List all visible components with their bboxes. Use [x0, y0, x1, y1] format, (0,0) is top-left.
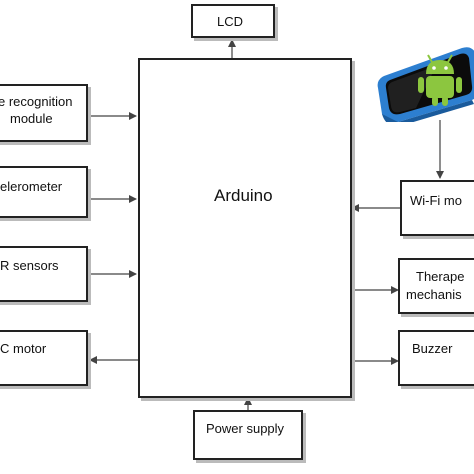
- recognition-module-block: e recognition module: [0, 84, 88, 142]
- arduino-block: Arduino: [138, 58, 352, 398]
- android-smartphone-icon: [377, 47, 474, 122]
- accelerometer-label: elerometer: [0, 179, 63, 194]
- ir-sensors-block: R sensors: [0, 246, 88, 302]
- recognition-label-line2: module: [10, 111, 53, 126]
- arduino-label: Arduino: [214, 186, 273, 205]
- dc-motor-block: C motor: [0, 330, 88, 386]
- wifi-module-block: Wi-Fi mo: [400, 180, 474, 236]
- accelerometer-block: elerometer: [0, 166, 88, 218]
- wifi-label: Wi-Fi mo: [410, 193, 462, 208]
- ir-sensors-label: R sensors: [0, 258, 59, 273]
- buzzer-label: Buzzer: [412, 341, 453, 356]
- therapeutic-label-line2: mechanis: [406, 287, 462, 302]
- recognition-label-line1: e recognition: [0, 94, 73, 109]
- buzzer-block: Buzzer: [398, 330, 474, 386]
- power-supply-block: Power supply: [193, 410, 303, 460]
- power-supply-label: Power supply: [206, 421, 285, 436]
- lcd-block: LCD: [191, 4, 275, 38]
- lcd-label: LCD: [217, 14, 244, 29]
- therapeutic-label-line1: Therape: [416, 269, 465, 284]
- therapeutic-mechanism-block: Therape mechanis: [398, 258, 474, 314]
- dc-motor-label: C motor: [0, 341, 47, 356]
